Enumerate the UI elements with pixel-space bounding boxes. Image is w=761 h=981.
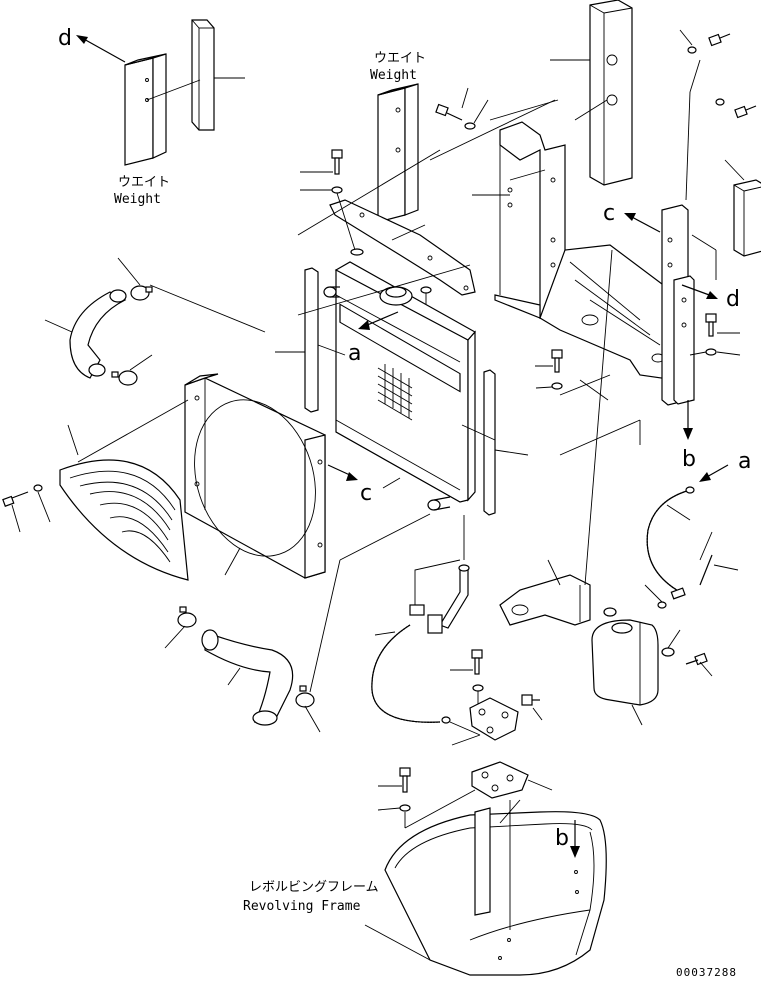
arrow-a-radiator — [358, 311, 399, 330]
bolt-8 — [471, 649, 483, 675]
drain-pipe-elbow — [439, 564, 470, 629]
pipe-clamp — [409, 604, 443, 634]
marker-a-label-1: a — [348, 341, 361, 366]
bolt-1 — [331, 149, 343, 194]
seal-strip-left — [304, 267, 319, 413]
weight-block-center — [377, 83, 419, 223]
arrow-b-down — [683, 400, 693, 440]
hose-clamp-3 — [177, 606, 197, 628]
bolt-2 — [435, 103, 476, 130]
bolt-6 — [2, 484, 43, 507]
weight-label-jp-2: ウエイト — [374, 51, 426, 66]
bracket-plate-lower — [469, 697, 519, 741]
revolving-frame — [384, 807, 607, 976]
bolt-7 — [685, 652, 708, 666]
radiator-inlet-pipe — [323, 286, 340, 298]
arrow-d-topleft — [76, 35, 126, 63]
corrugated-hose-left — [371, 624, 441, 723]
side-bracket-right — [661, 204, 695, 406]
marker-d-label-1: d — [58, 26, 72, 51]
mount-plate-bottom — [471, 761, 529, 799]
bolt-5 — [705, 313, 717, 356]
weight-block-left — [124, 53, 167, 166]
bracket-plate-center — [329, 199, 476, 296]
hose-clamp-4 — [295, 685, 315, 708]
bolt-4 — [715, 98, 757, 119]
drain-valve — [521, 694, 540, 706]
bolt-10 — [551, 349, 563, 390]
radiator-outlet-pipe — [427, 496, 451, 511]
corrugated-hose-right — [646, 489, 713, 593]
arrow-c-shroud — [327, 464, 358, 481]
arrow-b-frame — [570, 820, 580, 858]
lower-hose — [201, 629, 294, 726]
drawing-number: 00037288 — [676, 966, 737, 979]
overflow-tank — [591, 619, 659, 706]
weight-label-en-2: Weight — [370, 68, 417, 83]
radiator-mesh — [377, 364, 413, 421]
marker-a-label-2: a — [738, 449, 751, 474]
upper-hose — [69, 289, 127, 379]
marker-d-label-2: d — [726, 287, 740, 312]
hose-clamp-2 — [111, 370, 138, 386]
tank-bracket — [499, 574, 591, 626]
weight-block-right-tall — [589, 0, 633, 186]
arrow-a-right — [699, 464, 729, 482]
hose-fitting — [670, 587, 686, 600]
radiator-cap — [379, 286, 413, 306]
frame-label-en: Revolving Frame — [243, 899, 361, 914]
weight-plate-thin — [191, 19, 215, 131]
marker-b-label-2: b — [555, 826, 569, 851]
weight-label-en-1: Weight — [114, 192, 161, 207]
frame-label-jp: レボルビングフレーム — [249, 880, 379, 895]
seal-strip-right — [483, 369, 496, 516]
hose-clamp-1 — [130, 285, 153, 301]
fan-shroud — [184, 373, 326, 579]
marker-c-label-1: c — [603, 201, 615, 226]
marker-b-label-1: b — [682, 447, 696, 472]
marker-c-label-2: c — [360, 481, 372, 506]
arrow-d-right — [681, 284, 718, 299]
weight-block-right-small — [733, 179, 761, 257]
bolt-3 — [687, 33, 731, 54]
fan-guard — [59, 459, 189, 581]
arrow-c-top — [624, 213, 661, 233]
weight-label-jp-1: ウエイト — [118, 175, 170, 190]
bolt-9 — [399, 767, 411, 793]
